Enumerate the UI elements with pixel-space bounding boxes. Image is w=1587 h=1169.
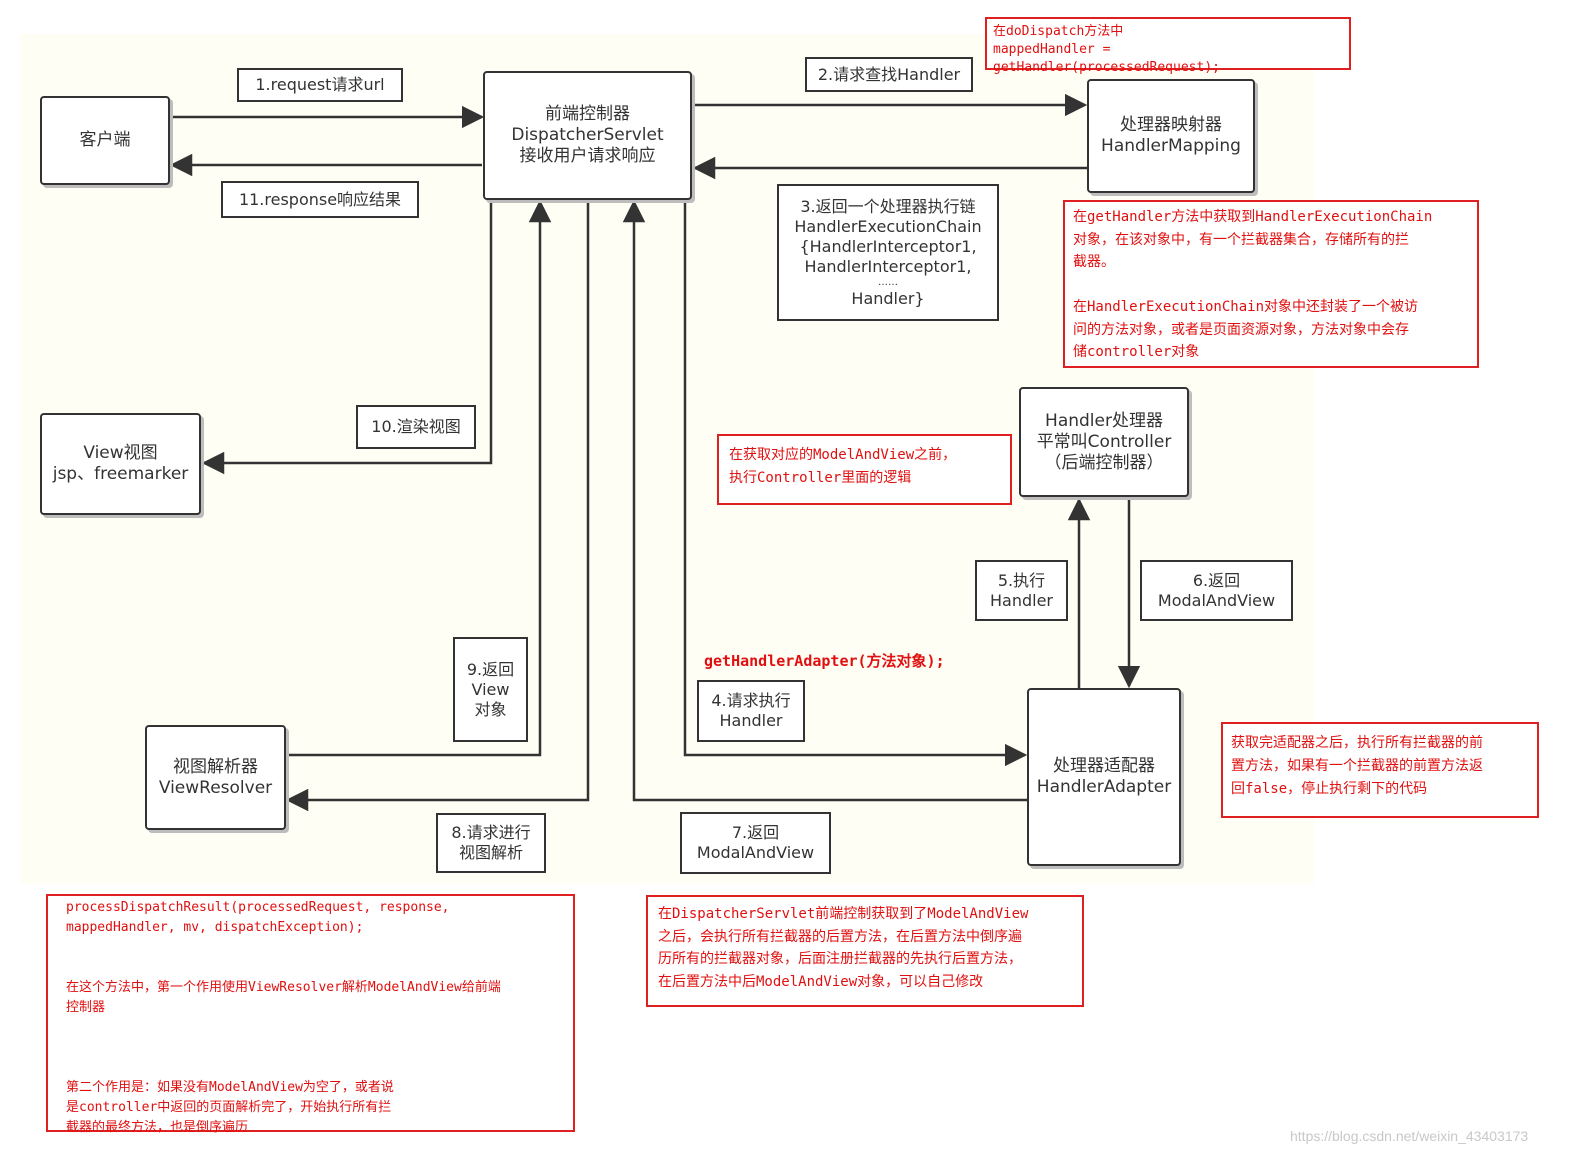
step-3-label: 3.返回一个处理器执行链 HandlerExecutionChain {Hand… [777,184,999,321]
view-line-1: jsp、freemarker [52,464,189,484]
step3-line-2: {HandlerInterceptor1, [799,236,977,256]
adapter-line-1: HandlerAdapter [1036,777,1172,797]
note-prehandle: 获取完适配器之后，执行所有拦截器的前 置方法，如果有一个拦截器的前置方法返 回f… [1221,722,1539,818]
note-do-dispatch: 在doDispatch方法中 mappedHandler = getHandle… [985,17,1351,75]
handler-adapter-node: 处理器适配器 HandlerAdapter [1027,688,1181,866]
step10-line-0: 10.渲染视图 [371,417,461,436]
handler-line-2: （后端控制器） [1044,452,1164,473]
view-resolver-node: 视图解析器 ViewResolver [145,725,286,830]
arrow-9-return-view [286,199,552,757]
step5-line-1: Handler [990,590,1053,610]
step9-line-2: 对象 [474,699,507,719]
dispatcher-servlet-node: 前端控制器 DispatcherServlet 接收用户请求响应 [483,71,692,200]
step11-line-0: 11.response响应结果 [238,189,402,209]
step-8-label: 8.请求进行 视图解析 [436,813,546,873]
note-process-dispatch-result: processDispatchResult(processedRequest, … [46,894,575,1135]
client-line-0: 客户端 [79,130,131,150]
step-7-label: 7.返回 ModalAndView [680,812,831,874]
adapter-line-0: 处理器适配器 [1053,756,1155,776]
step5-line-0: 5.执行 [997,570,1046,590]
step6-line-0: 6.返回 [1192,570,1241,590]
step1-line-0: 1.request请求url [255,75,385,94]
handler-line-0: Handler处理器 [1045,410,1163,431]
step-10-label: 10.渲染视图 [356,405,476,449]
arrow-4-execute [683,200,1028,767]
arrow-10-render [201,200,493,475]
step3-line-5: Handler} [851,288,925,308]
step7-line-0: 7.返回 [731,823,780,842]
mapping-line-1: HandlerMapping [1101,136,1241,156]
handler-mapping-node: 处理器映射器 HandlerMapping [1087,79,1255,193]
step-1-label: 1.request请求url [237,68,403,102]
step-2-label: 2.请求查找Handler [805,57,973,92]
dispatcher-line-0: 前端控制器 [545,104,630,124]
arrow-8-resolve [285,200,590,812]
step9-line-1: View [471,679,510,699]
step-9-label: 9.返回 View 对象 [453,637,528,742]
step6-line-1: ModalAndView [1157,590,1276,610]
resolver-line-0: 视图解析器 [173,756,258,777]
watermark: https://blog.csdn.net/weixin_43403173 [1290,1128,1529,1144]
note-handler-chain: 在getHandler方法中获取到HandlerExecutionChain 对… [1063,200,1479,368]
step3-line-3: HandlerInterceptor1, [804,256,972,276]
step7-line-1: ModalAndView [696,843,815,862]
resolver-line-1: ViewResolver [158,777,273,798]
client-node: 客户端 [40,96,170,185]
step2-line-0: 2.请求查找Handler [817,64,961,84]
step4-line-1: Handler [719,711,783,730]
dispatcher-line-1: DispatcherServlet [511,125,664,145]
mapping-line-0: 处理器映射器 [1120,115,1222,135]
view-node: View视图 jsp、freemarker [40,413,201,515]
step-5-label: 5.执行 Handler [975,560,1068,621]
step3-line-0: 3.返回一个处理器执行链 [800,196,976,216]
dispatcher-line-2: 接收用户请求响应 [519,146,656,166]
step-6-label: 6.返回 ModalAndView [1140,560,1293,621]
arrow-7-return-mav [622,199,1027,802]
step4-line-0: 4.请求执行 [711,691,791,710]
step9-line-0: 9.返回 [466,659,515,679]
handler-node: Handler处理器 平常叫Controller （后端控制器） [1019,387,1189,497]
step3-line-1: HandlerExecutionChain [794,216,982,236]
handler-line-1: 平常叫Controller [1036,431,1172,452]
step8-line-0: 8.请求进行 [451,823,531,842]
step8-line-1: 视图解析 [458,843,523,862]
step-4-label: 4.请求执行 Handler [697,680,805,742]
view-line-0: View视图 [83,443,158,463]
note-post-handle: 在DispatcherServlet前端控制获取到了ModelAndView 之… [646,895,1084,1007]
step3-line-4: …… [878,276,898,288]
step-11-label: 11.response响应结果 [221,181,419,218]
get-handler-adapter-call: getHandlerAdapter(方法对象); [704,652,945,670]
note-before-mav: 在获取对应的ModelAndView之前， 执行Controller里面的逻辑 [717,434,1012,505]
